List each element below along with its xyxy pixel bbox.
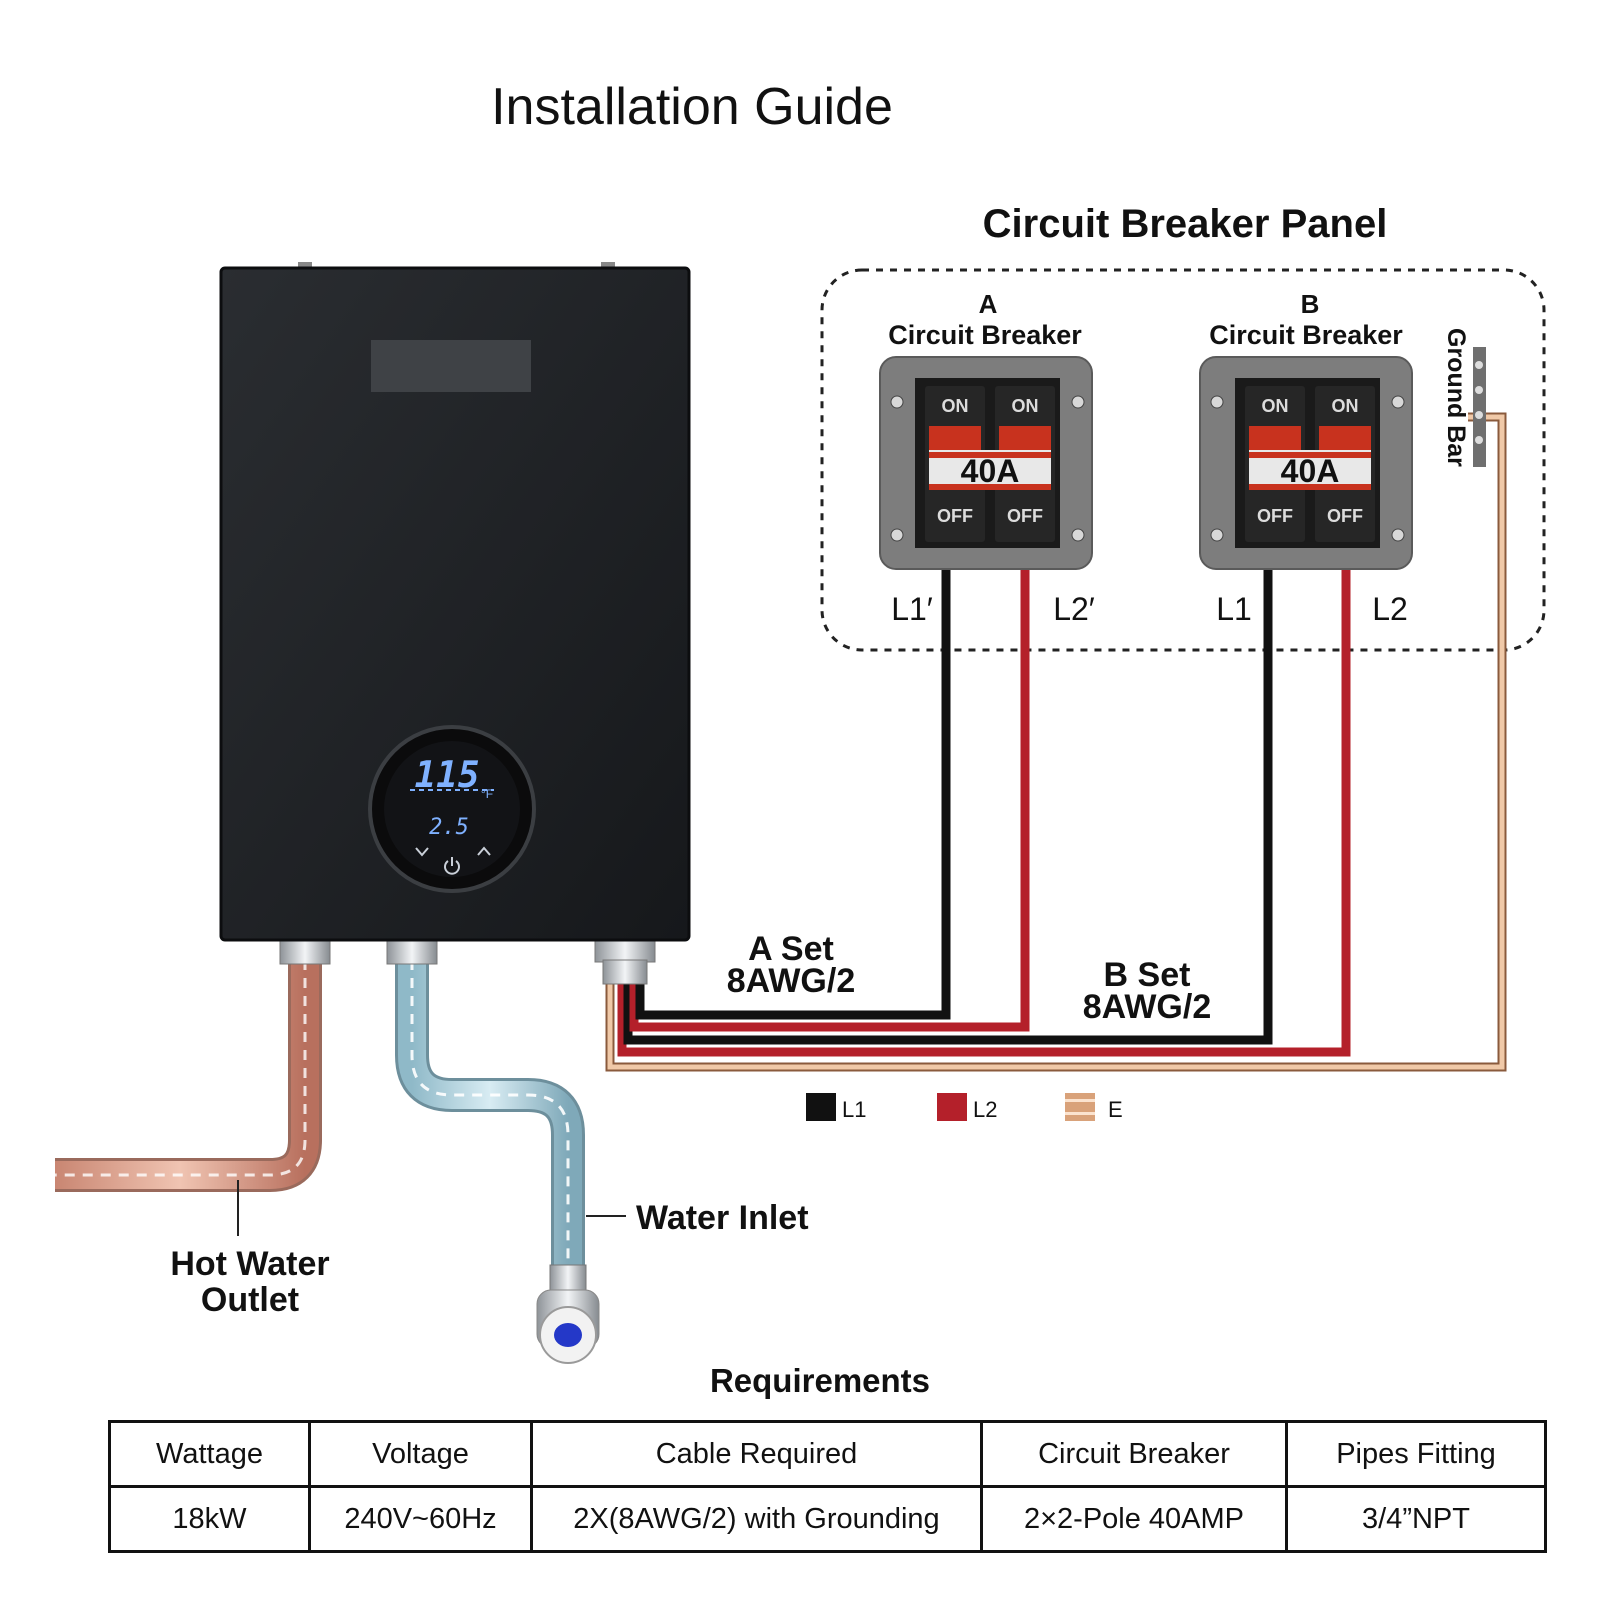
breaker-b-on-1: ON [1262,396,1289,416]
requirements-value-row: 18kW 240V~60Hz 2X(8AWG/2) with Grounding… [108,1485,1547,1553]
legend-swatch-l1 [806,1093,836,1121]
requirements-header-row: Wattage Voltage Cable Required Circuit B… [108,1420,1547,1488]
requirements-table: Wattage Voltage Cable Required Circuit B… [108,1420,1547,1553]
breaker-a-letter: A [979,289,998,319]
a-set-gauge: 8AWG/2 [727,962,855,1000]
legend-swatch-l2 [937,1093,967,1121]
breaker-a-rating: 40A [961,453,1020,489]
value-voltage: 240V~60Hz [308,1485,533,1553]
b-set-gauge: 8AWG/2 [1083,988,1211,1026]
header-pipes-fitting: Pipes Fitting [1285,1420,1547,1488]
header-circuit-breaker: Circuit Breaker [980,1420,1288,1488]
panel-border [820,268,1546,652]
wiring [605,412,1507,1072]
header-wattage: Wattage [108,1420,311,1488]
valve-handle-icon [554,1323,582,1347]
breaker-a: ON ON 40A OFF OFF [879,356,1093,570]
value-pipes-fitting: 3/4”NPT [1285,1485,1547,1553]
cable-gland [594,939,656,985]
water-inlet-label: Water Inlet [636,1199,809,1237]
page-title: Installation Guide [491,78,893,136]
requirements-title: Requirements [709,1362,931,1399]
wire-a-l1 [635,562,951,1020]
temp-down-icon[interactable] [415,847,429,857]
control-panel: 115 °F 2.5 [368,725,536,893]
breaker-b-line1-label: L1 [1216,591,1252,627]
value-cable-required: 2X(8AWG/2) with Grounding [530,1485,983,1553]
breaker-b-off-1: OFF [1257,506,1293,526]
legend-label-l2: L2 [973,1097,997,1122]
legend-label-l1: L1 [842,1097,866,1122]
hot-water-label-line2: Outlet [201,1281,299,1319]
wire-b-l1 [623,562,1273,1045]
breaker-a-off-2: OFF [1007,506,1043,526]
breaker-b-name: Circuit Breaker [1209,320,1403,350]
wire-legend: L1 L2 E [806,1093,1123,1122]
breaker-b-on-2: ON [1332,396,1359,416]
header-cable-required: Cable Required [530,1420,983,1488]
inlet-valve [536,1264,600,1364]
b-set-name: B Set [1104,956,1191,994]
header-voltage: Voltage [308,1420,533,1488]
panel-title: Circuit Breaker Panel [983,202,1388,246]
breaker-a-line1-label: L1′ [891,591,933,627]
hot-water-pipe [55,939,331,1192]
breaker-b: ON ON 40A OFF OFF [1199,356,1413,570]
breaker-a-name: Circuit Breaker [888,320,1082,350]
power-icon[interactable] [444,857,460,875]
value-circuit-breaker: 2×2-Pole 40AMP [980,1485,1288,1553]
water-heater-unit: 115 °F 2.5 [219,262,691,942]
hot-water-label-line1: Hot Water [170,1245,329,1283]
legend-swatch-e [1065,1093,1095,1121]
display-flow: 2.5 [429,815,469,840]
wire-a-l2 [629,562,1030,1032]
temp-up-icon[interactable] [477,846,491,856]
breaker-a-on-2: ON [1012,396,1039,416]
breaker-b-off-2: OFF [1327,506,1363,526]
value-wattage: 18kW [108,1485,311,1553]
breaker-b-line2-label: L2 [1372,591,1408,627]
logo-placeholder [371,340,531,392]
breaker-a-on-1: ON [942,396,969,416]
display-unit: °F [481,787,493,801]
display-temperature: 115 [414,755,479,796]
breaker-b-rating: 40A [1281,453,1340,489]
a-set-name: A Set [748,930,834,968]
breaker-a-line2-label: L2′ [1053,591,1095,627]
wire-b-l2 [617,562,1351,1057]
breaker-b-letter: B [1301,289,1320,319]
breaker-a-off-1: OFF [937,506,973,526]
water-inlet-pipe [386,939,585,1265]
legend-label-e: E [1108,1097,1123,1122]
ground-bar-label: Ground Bar [1442,328,1470,467]
ground-bar [1473,347,1486,467]
